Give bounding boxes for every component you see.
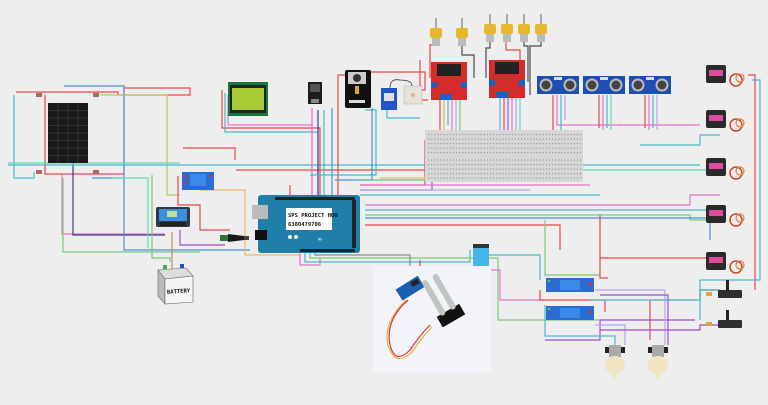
ultrasonic-sensor[interactable]: [629, 76, 671, 94]
pump-relay-1[interactable]: [546, 278, 594, 292]
wire: [177, 176, 230, 231]
lcd-display[interactable]: [228, 82, 268, 116]
dc-motor[interactable]: [430, 18, 442, 46]
wire: [221, 90, 321, 195]
wire: [640, 134, 720, 146]
wire: [365, 217, 711, 240]
dc-motor[interactable]: [484, 14, 496, 42]
gps-antenna: [403, 85, 423, 105]
servo-large[interactable]: [706, 280, 742, 298]
esp32-cam[interactable]: [345, 70, 371, 108]
wire: [600, 294, 669, 345]
servo-sg90[interactable]: [706, 252, 745, 274]
wire: [386, 108, 420, 119]
gps-module[interactable]: [381, 79, 413, 110]
wire: [304, 250, 471, 263]
wire: [337, 74, 345, 195]
wire: [595, 289, 666, 345]
arduino-label-line1: SPS PROJECT HUB: [288, 213, 338, 219]
arduino-label-line2: 6380479706: [288, 222, 322, 228]
wire: [309, 250, 600, 321]
servo-sg90[interactable]: [706, 110, 745, 132]
wire: [310, 109, 377, 176]
servo-sg90[interactable]: [706, 158, 745, 180]
servo-sg90[interactable]: [706, 205, 745, 227]
dc-motor[interactable]: [501, 14, 513, 42]
wire: [600, 324, 720, 331]
dc-motor[interactable]: [456, 18, 468, 46]
wire: [365, 224, 561, 250]
water-pump[interactable]: [648, 345, 668, 379]
connector: [36, 93, 99, 174]
wire: [100, 94, 180, 196]
wire: [72, 163, 165, 236]
wire: [13, 95, 35, 179]
water-pumps: [605, 345, 668, 379]
water-pump[interactable]: [605, 345, 625, 379]
arduino-infinity-logo: ∞: [318, 236, 322, 243]
wire: [365, 71, 426, 91]
solar-panel[interactable]: [48, 103, 88, 163]
servo-large[interactable]: [706, 310, 742, 328]
wire: [544, 305, 616, 345]
dc-motor[interactable]: [535, 14, 547, 42]
wire: [183, 147, 236, 160]
dc-motors: [430, 14, 547, 46]
wire: [112, 177, 149, 248]
wire: [335, 108, 373, 181]
esp01-module[interactable]: [308, 82, 322, 104]
wire: [539, 290, 606, 312]
dht-sensor[interactable]: [473, 244, 489, 268]
soil-moisture-sensor[interactable]: [373, 266, 491, 372]
servo-sg90[interactable]: [706, 65, 745, 87]
wire: [123, 178, 250, 251]
wire: [179, 230, 225, 246]
wire: [523, 40, 529, 82]
battery-label: BATTERY: [167, 288, 191, 296]
wire: [544, 220, 600, 276]
wire: [485, 40, 491, 78]
wire: [599, 215, 608, 279]
wire: [748, 74, 756, 290]
charge-controller[interactable]: [156, 207, 190, 227]
wire: [556, 95, 700, 126]
ultrasonic-sensor[interactable]: [583, 76, 625, 94]
wire: [461, 45, 475, 78]
wire: [64, 85, 125, 179]
ultrasonic-sensors: [537, 76, 671, 94]
wire: [61, 175, 165, 235]
ultrasonic-sensor[interactable]: [537, 76, 579, 94]
motor-driver-1[interactable]: [431, 62, 467, 100]
arduino-mega[interactable]: SPS PROJECT HUB 6380479706 ∞: [252, 195, 360, 253]
wire: [529, 40, 542, 95]
dc-jack[interactable]: [220, 234, 249, 242]
wire: [590, 289, 720, 301]
breadboard[interactable]: [425, 130, 583, 182]
dc-motor[interactable]: [518, 14, 530, 42]
battery[interactable]: BATTERY: [157, 264, 194, 305]
pump-relay-2[interactable]: [546, 306, 594, 320]
wire: [365, 194, 720, 206]
wire: [16, 87, 191, 175]
wire: [62, 178, 200, 253]
servo-motors: [706, 65, 745, 328]
wire: [151, 175, 171, 262]
wire: [484, 245, 541, 280]
wire: [595, 324, 626, 345]
motor-driver-2[interactable]: [489, 60, 525, 98]
relay-module[interactable]: [182, 172, 214, 190]
